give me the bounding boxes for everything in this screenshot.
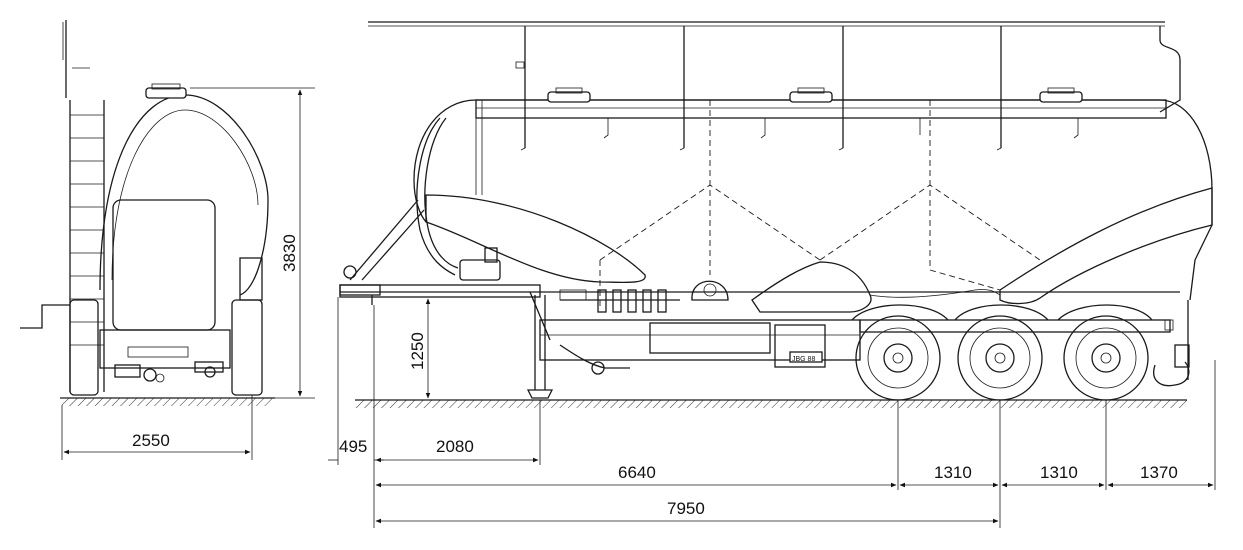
- hopper-link: [869, 289, 1001, 298]
- front-tank-inner: [111, 109, 259, 281]
- front-cone-box: [112, 199, 216, 331]
- dim-rear-overhang: 1370: [1107, 463, 1214, 488]
- front-pipe: [416, 117, 456, 276]
- dim-axle-spacing-2: 1310: [1001, 463, 1105, 488]
- side-view: JBG 88: [328, 21, 1216, 528]
- dim-rear-overhang-label: 1370: [1140, 463, 1178, 482]
- hopper-rear: [999, 187, 1213, 305]
- wheel-3: [1063, 315, 1149, 401]
- dim-front-width-label: 2550: [132, 431, 170, 450]
- front-lamp-left: [143, 368, 157, 382]
- dim-extension-lines: [337, 297, 1216, 528]
- dim-kingpin-to-first-axle: 6640: [375, 463, 897, 488]
- internal-cones: [599, 100, 1041, 310]
- front-pipe-inner: [424, 117, 459, 269]
- dim-axle-spacing-2-label: 1310: [1040, 463, 1078, 482]
- dim-coupling-height-label: 1250: [408, 332, 427, 370]
- front-manhole-cap: [151, 83, 181, 90]
- front-bumper-right: [194, 361, 224, 373]
- valves: [459, 247, 680, 313]
- front-struts: [349, 199, 425, 281]
- dim-overall-height-label: 3830: [280, 234, 299, 272]
- top-handrail: [368, 21, 1181, 148]
- front-side-box: [239, 257, 263, 301]
- outlet-dome-cap: [703, 283, 717, 297]
- mudguards: [851, 304, 1153, 321]
- dim-kingpin-to-leg: 2080: [375, 437, 539, 463]
- hopper-front: [425, 194, 646, 284]
- under-pipe: [559, 344, 630, 369]
- plate-box: [789, 351, 823, 363]
- hopper-middle-left: [751, 261, 872, 313]
- rear-bumper: [1153, 300, 1190, 387]
- dim-kingpin-to-middle-axle-label: 7950: [667, 499, 705, 518]
- front-chassis-plate: [127, 346, 189, 358]
- catwalk: [475, 99, 1167, 119]
- front-ladder: [62, 20, 105, 392]
- side-ground-hatch: [355, 400, 1187, 408]
- plate-label: JBG 88: [792, 356, 815, 363]
- wheel-2: [957, 315, 1043, 401]
- dim-front-overhang-label: 495: [339, 437, 367, 456]
- manholes: [547, 87, 1083, 103]
- front-crank-handle: [20, 304, 70, 329]
- tank-body: [476, 99, 1213, 301]
- front-bumper-left: [114, 364, 141, 378]
- dim-axle-spacing-1-label: 1310: [934, 463, 972, 482]
- dim-kingpin-to-first-axle-label: 6640: [618, 463, 656, 482]
- under-pipe-valve: [591, 361, 605, 375]
- dim-kingpin-to-leg-label: 2080: [436, 437, 474, 456]
- front-left-wheel: [69, 299, 99, 396]
- front-right-wheel: [231, 299, 263, 396]
- dim-coupling-height: 1250: [400, 296, 445, 399]
- dim-axle-spacing-1: 1310: [899, 463, 999, 488]
- front-view: 2550 3830: [20, 20, 315, 460]
- dim-front-overhang: 495: [328, 437, 384, 461]
- wheel-1: [855, 315, 941, 401]
- dim-front-width: 2550: [61, 395, 253, 460]
- dim-kingpin-to-middle-axle: 7950: [375, 499, 999, 524]
- tank-front-dome: [413, 99, 477, 223]
- front-ground-hatch: [62, 398, 272, 406]
- kingpin: [339, 265, 381, 305]
- landing-leg: [526, 295, 554, 399]
- catwalk-hooks: [520, 118, 1079, 151]
- front-tank-shell: [99, 94, 269, 296]
- chassis: JBG 88: [339, 284, 1180, 368]
- front-chassis: [99, 329, 231, 369]
- dim-overall-height: 3830: [190, 87, 315, 399]
- front-lamp-center: [155, 373, 165, 383]
- front-manhole: [145, 87, 187, 99]
